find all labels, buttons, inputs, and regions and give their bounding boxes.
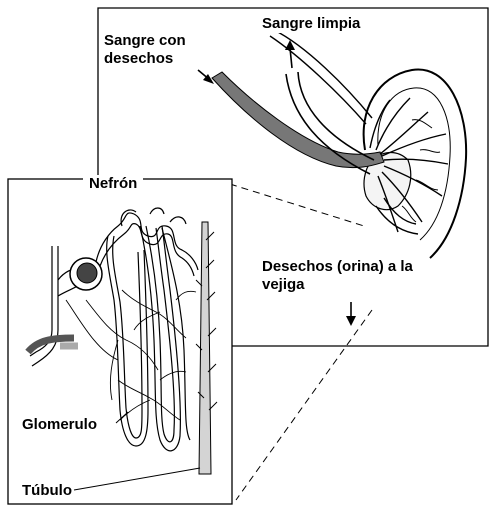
renal-vein-branch [270,36,366,124]
nephron-panel [8,179,232,504]
label-tubule: Túbulo [22,482,72,500]
label-nephron: Nefrón [83,175,143,193]
zoom-dashed-line [236,310,372,500]
label-glomerulus: Glomerulo [22,416,97,434]
label-blood-with-waste: Sangre con desechos [104,32,216,68]
label-waste-to-bladder: Desechos (orina) a la vejiga [262,258,432,294]
arrow-icon [346,302,356,326]
glomerulus-knot [77,263,97,283]
arrow-icon [198,70,214,84]
zoom-dashed-line [230,184,364,226]
label-clean-blood: Sangre limpia [262,15,360,33]
renal-artery [212,72,384,168]
